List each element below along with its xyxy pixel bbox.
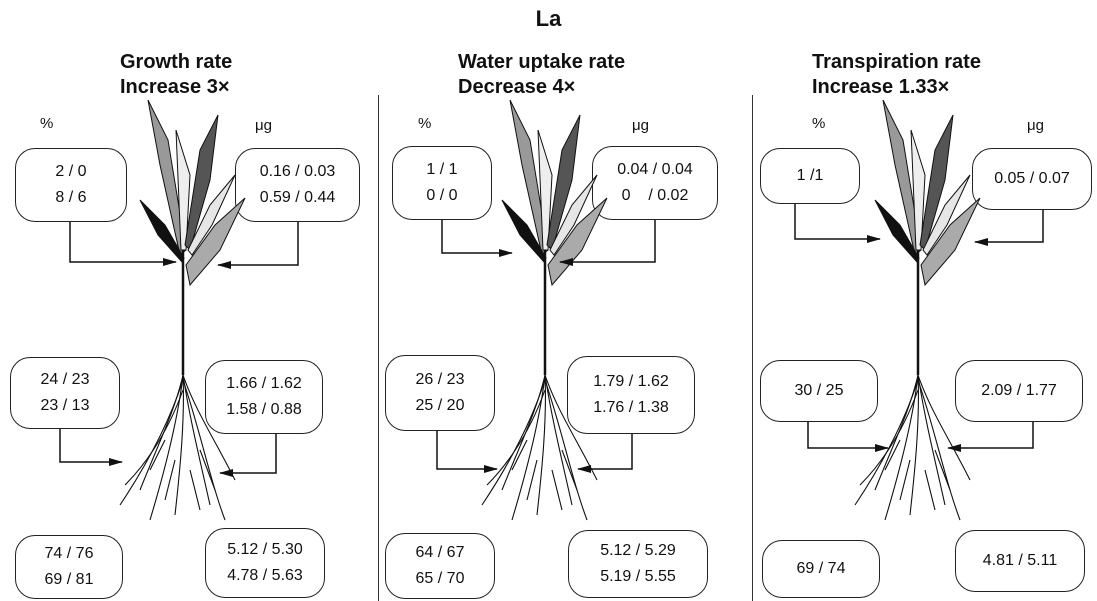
panel-2-title-line1: Water uptake rate xyxy=(458,51,626,73)
value-line: 0.04 / 0.04 xyxy=(617,161,693,178)
panel-1-title-line1: Growth rate xyxy=(120,51,233,73)
value-line: 1 / 1 xyxy=(426,161,458,178)
arrows-panel-2 xyxy=(436,220,656,473)
plant-icon xyxy=(854,99,981,521)
value-line: 0.59 / 0.44 xyxy=(259,189,336,206)
panel-3-title-line2: Increase 1.33× xyxy=(812,76,950,98)
panel-1-bottom-percent-box: 74 / 76 69 / 81 xyxy=(15,535,123,599)
value-line: 30 / 25 xyxy=(794,382,844,399)
figure-title: La xyxy=(535,6,562,31)
value-line: 2.09 / 1.77 xyxy=(981,382,1057,399)
panel-3-bottom-percent-box: 69 / 74 xyxy=(762,540,880,598)
arrows-panel-1 xyxy=(59,222,299,477)
panel-3-unit-percent: % xyxy=(812,115,826,132)
panel-2-root-percent-box: 26 / 23 25 / 20 xyxy=(385,355,495,431)
value-line: 64 / 67 xyxy=(415,544,465,561)
value-line: 0.05 / 0.07 xyxy=(994,170,1070,187)
panel-2-root-ug-box: 1.79 / 1.62 1.76 / 1.38 xyxy=(567,356,695,434)
value-line: 8 / 6 xyxy=(55,189,87,206)
panel-3-shoot-ug-box: 0.05 / 0.07 xyxy=(972,148,1092,210)
arrows-panel-3 xyxy=(794,204,1044,452)
panel-2-unit-percent: % xyxy=(418,115,432,132)
value-line: 1 /1 xyxy=(796,167,824,184)
value-line: 74 / 76 xyxy=(44,545,94,562)
panel-3-bottom-ug-box: 4.81 / 5.11 xyxy=(955,530,1085,592)
plant-icon xyxy=(481,99,608,521)
panel-1-unit-ug: μg xyxy=(255,117,272,134)
panel-2-bottom-percent-box: 64 / 67 65 / 70 xyxy=(385,533,495,599)
value-line: 0 / 0.02 xyxy=(621,187,689,204)
panel-1-shoot-percent-box: 2 / 0 8 / 6 xyxy=(15,148,127,222)
panel-1-bottom-ug-box: 5.12 / 5.30 4.78 / 5.63 xyxy=(205,528,325,598)
panel-3-unit-ug: μg xyxy=(1027,117,1044,134)
panel-1-shoot-ug-box: 0.16 / 0.03 0.59 / 0.44 xyxy=(235,148,360,222)
value-line: 23 / 13 xyxy=(40,397,90,414)
panel-3-title-line1: Transpiration rate xyxy=(812,51,981,73)
panel-1-root-ug-box: 1.66 / 1.62 1.58 / 0.88 xyxy=(205,360,323,434)
value-line: 1.58 / 0.88 xyxy=(226,401,302,418)
panel-1-unit-percent: % xyxy=(40,115,54,132)
value-line: 4.81 / 5.11 xyxy=(982,552,1058,569)
value-line: 69 / 81 xyxy=(44,571,94,588)
value-line: 5.12 / 5.29 xyxy=(600,542,676,559)
panel-2-shoot-percent-box: 1 / 1 0 / 0 xyxy=(392,146,492,220)
value-line: 65 / 70 xyxy=(415,570,465,587)
panel-divider xyxy=(378,95,379,601)
value-line: 1.66 / 1.62 xyxy=(226,375,302,392)
panel-2-title-line2: Decrease 4× xyxy=(458,76,576,98)
panel-3-shoot-percent-box: 1 /1 xyxy=(760,148,860,204)
panel-3-root-ug-box: 2.09 / 1.77 xyxy=(955,360,1083,422)
value-line: 0 / 0 xyxy=(426,187,458,204)
value-line: 1.79 / 1.62 xyxy=(593,373,669,390)
panel-1-root-percent-box: 24 / 23 23 / 13 xyxy=(10,357,120,429)
value-line: 5.12 / 5.30 xyxy=(227,541,303,558)
value-line: 4.78 / 5.63 xyxy=(227,567,303,584)
panel-2-unit-ug: μg xyxy=(632,117,649,134)
panel-2-bottom-ug-box: 5.12 / 5.29 5.19 / 5.55 xyxy=(568,530,708,598)
value-line: 5.19 / 5.55 xyxy=(600,568,676,585)
value-line: 26 / 23 xyxy=(415,371,465,388)
plant-icon xyxy=(119,99,246,521)
panel-3-root-percent-box: 30 / 25 xyxy=(760,360,878,422)
value-line: 1.76 / 1.38 xyxy=(593,399,669,416)
value-line: 0.16 / 0.03 xyxy=(259,163,336,180)
value-line: 69 / 74 xyxy=(796,560,846,577)
panel-divider xyxy=(752,95,753,601)
panel-1-title-line2: Increase 3× xyxy=(120,76,230,98)
value-line: 2 / 0 xyxy=(55,163,87,180)
value-line: 24 / 23 xyxy=(40,371,90,388)
value-line: 25 / 20 xyxy=(415,397,465,414)
